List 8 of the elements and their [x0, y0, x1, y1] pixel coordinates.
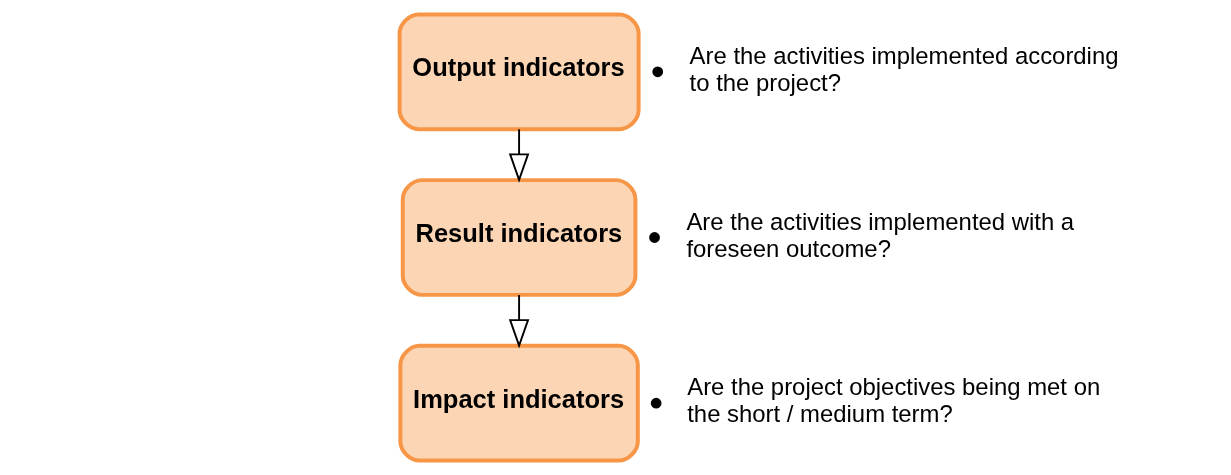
- node-box: Result indicators: [400, 178, 638, 297]
- node-box: Impact indicators: [398, 343, 640, 463]
- node-label: Are the activities implemented according to the project?: [689, 41, 1119, 96]
- node-label: Are the activities implemented with a foreseen outcome?: [686, 207, 1075, 262]
- arrow: [508, 294, 530, 349]
- node-label: Are the project objectives being met on the short / medium term?: [687, 373, 1101, 428]
- arrow: [508, 128, 530, 183]
- node-box: Output indicators: [397, 12, 641, 132]
